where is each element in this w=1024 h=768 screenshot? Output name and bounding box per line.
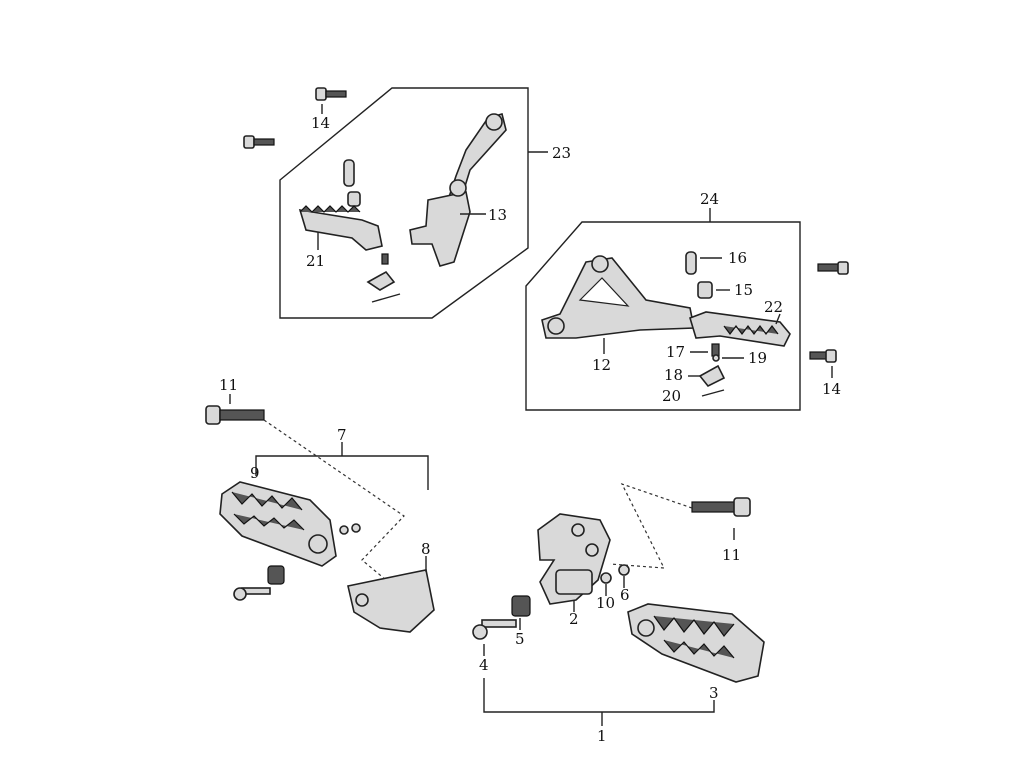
pin-4 bbox=[472, 619, 517, 656]
spring-17-upper bbox=[381, 253, 389, 265]
label-11-left: 11 bbox=[219, 376, 238, 394]
pin-16 bbox=[685, 251, 722, 275]
label-20: 20 bbox=[662, 387, 681, 405]
bolt-14-left bbox=[243, 135, 275, 149]
label-9: 9 bbox=[250, 464, 260, 482]
assembly-1-frame bbox=[483, 678, 715, 726]
label-4: 4 bbox=[479, 656, 489, 674]
bolt-11-left bbox=[205, 394, 265, 425]
label-6: 6 bbox=[620, 586, 630, 604]
label-16: 16 bbox=[728, 249, 747, 267]
kit-box-24 bbox=[525, 208, 801, 411]
label-7: 7 bbox=[337, 426, 347, 444]
bolt-11-right-dashed-path bbox=[609, 482, 693, 569]
label-17: 17 bbox=[666, 343, 685, 361]
label-1: 1 bbox=[597, 727, 607, 745]
label-3: 3 bbox=[709, 684, 719, 702]
label-24: 24 bbox=[700, 190, 719, 208]
label-11-right: 11 bbox=[722, 546, 741, 564]
label-22: 22 bbox=[764, 298, 783, 316]
footpeg-21 bbox=[298, 205, 383, 251]
label-23: 23 bbox=[552, 144, 571, 162]
bolt-14-right-upper bbox=[817, 261, 849, 275]
kit-box-23 bbox=[279, 87, 548, 319]
footpeg-3 bbox=[627, 603, 765, 683]
plate-18-upper bbox=[366, 270, 401, 303]
footpeg-9 bbox=[219, 481, 337, 567]
pin-4-left bbox=[233, 587, 271, 601]
spring-5-left bbox=[267, 565, 285, 585]
label-15: 15 bbox=[734, 281, 753, 299]
label-10: 10 bbox=[596, 594, 615, 612]
cotter-20 bbox=[701, 389, 725, 397]
footpeg-22 bbox=[689, 311, 791, 347]
bracket-12 bbox=[541, 255, 695, 354]
bracket-2 bbox=[537, 513, 611, 612]
label-14-right: 14 bbox=[822, 380, 841, 398]
bolt-11-right bbox=[691, 497, 751, 540]
label-13: 13 bbox=[488, 206, 507, 224]
spacer-15-upper bbox=[347, 191, 361, 207]
plate-18 bbox=[688, 364, 726, 388]
label-8: 8 bbox=[421, 540, 431, 558]
washer-10 bbox=[600, 572, 612, 596]
bolt-14-right-lower bbox=[809, 349, 837, 378]
rear-bracket-13 bbox=[409, 113, 507, 267]
spring-5 bbox=[511, 595, 531, 630]
ball-19 bbox=[712, 354, 744, 362]
bracket-7-frame bbox=[255, 442, 429, 490]
label-18: 18 bbox=[664, 366, 683, 384]
nut-6 bbox=[618, 564, 630, 588]
bolt-14-top bbox=[315, 87, 347, 114]
washers-left bbox=[339, 523, 361, 535]
label-19: 19 bbox=[748, 349, 767, 367]
spring-17 bbox=[690, 343, 720, 357]
label-12: 12 bbox=[592, 356, 611, 374]
label-2: 2 bbox=[569, 610, 579, 628]
label-21: 21 bbox=[306, 252, 325, 270]
spacer-15 bbox=[697, 281, 730, 299]
pin-16-upper bbox=[343, 159, 355, 187]
bolt-11-left-dashed-path bbox=[263, 419, 411, 601]
mount-8 bbox=[347, 556, 435, 633]
label-14-top: 14 bbox=[311, 114, 330, 132]
label-5: 5 bbox=[515, 630, 525, 648]
